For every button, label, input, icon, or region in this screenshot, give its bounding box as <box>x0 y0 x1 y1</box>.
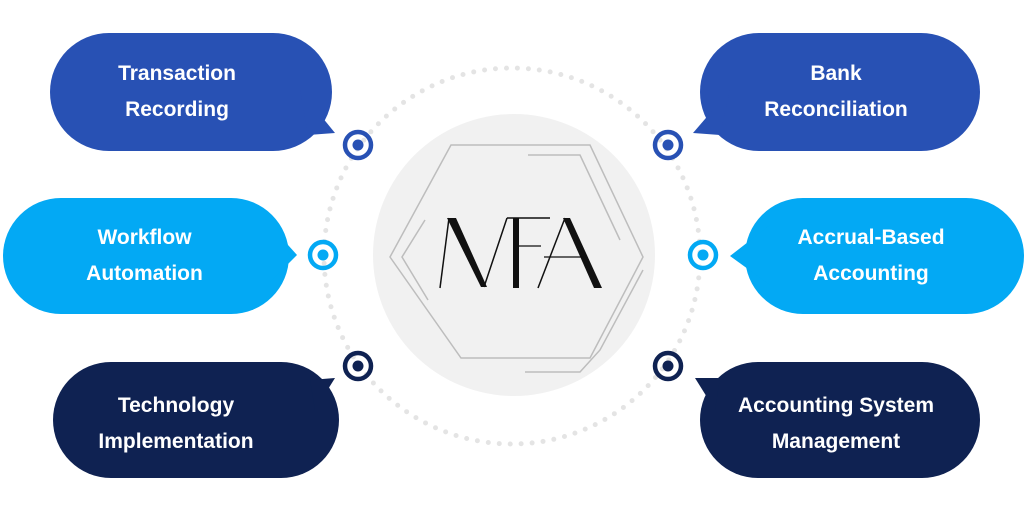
bubble-shape-accrual-based-accounting <box>730 198 1024 314</box>
node-workflow-automation: Workflow Automation <box>3 198 286 314</box>
node-label-line1: Transaction <box>118 62 236 85</box>
target-dot-icon <box>342 350 374 382</box>
node-label-line1: Bank <box>810 62 862 85</box>
mfa-logo <box>439 217 602 289</box>
target-dot-icon <box>307 239 339 271</box>
node-label-line2: Automation <box>86 262 203 285</box>
target-dot-icon <box>652 129 684 161</box>
node-label-line2: Reconciliation <box>764 98 908 121</box>
node-label-line2: Accounting <box>813 262 929 285</box>
bubble-shape-workflow-automation <box>3 198 297 314</box>
bubble-shape-bank-reconciliation <box>693 33 980 151</box>
node-bank-reconciliation: Bank Reconciliation <box>700 33 972 151</box>
node-label-line1: Workflow <box>97 226 192 249</box>
node-label-line2: Management <box>771 430 901 453</box>
target-dot-icon <box>652 350 684 382</box>
node-label-line2: Implementation <box>98 430 254 453</box>
node-accrual-based-accounting: Accrual-Based Accounting <box>733 198 1009 314</box>
bubble-shape-transaction-recording <box>50 33 335 151</box>
target-dot-icon <box>687 239 719 271</box>
node-label-line2: Recording <box>125 98 229 121</box>
node-accounting-system-management: Accounting System Management <box>700 370 972 478</box>
target-dot-icon <box>342 129 374 161</box>
node-label-line1: Accounting System <box>737 394 935 417</box>
bubble-shape-accounting-system-management <box>695 362 980 478</box>
hexagon-frame-icon <box>389 144 644 373</box>
node-transaction-recording: Transaction Recording <box>50 33 304 151</box>
node-label-line1: Accrual-Based <box>797 226 945 249</box>
node-label-line1: Technology <box>117 394 235 417</box>
node-technology-implementation: Technology Implementation <box>33 370 319 478</box>
bubble-shape-technology-implementation <box>53 362 339 478</box>
